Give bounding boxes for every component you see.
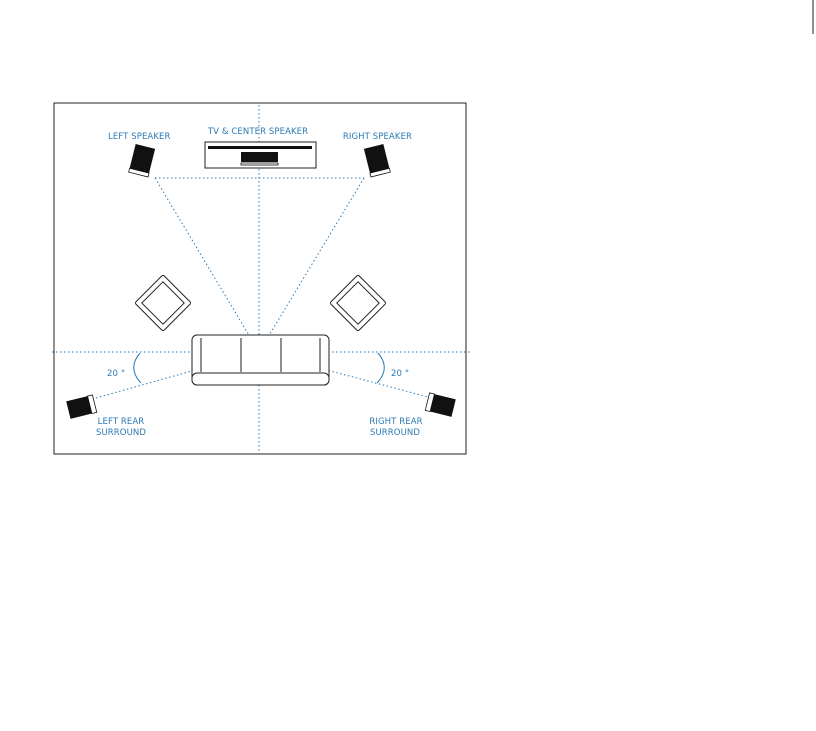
left-speaker-icon (129, 144, 155, 177)
left-angle-arc (134, 353, 141, 383)
left-armchair (135, 275, 192, 332)
left-angle-label: 20 ° (107, 369, 125, 379)
left-rear-label-line1: LEFT REAR (98, 417, 145, 427)
right-armchair (330, 275, 387, 332)
right-speaker-icon (364, 144, 390, 177)
right-angle-label: 20 ° (391, 369, 409, 379)
right-rear-speaker-icon (425, 393, 456, 417)
right-rear-label-line1: RIGHT REAR (369, 417, 422, 427)
right-speaker-label: RIGHT SPEAKER (343, 132, 412, 142)
tv-center-speaker (205, 142, 316, 168)
right-rear-label-line2: SURROUND (370, 428, 420, 438)
left-speaker-guide (155, 178, 259, 352)
left-rear-speaker-icon (66, 395, 97, 419)
right-angle-arc (377, 353, 384, 383)
left-rear-label-line2: SURROUND (96, 428, 146, 438)
left-speaker-label: LEFT SPEAKER (108, 132, 171, 142)
center-speaker-label: TV & CENTER SPEAKER (207, 127, 308, 137)
sofa (192, 335, 329, 385)
right-speaker-guide (259, 178, 364, 352)
